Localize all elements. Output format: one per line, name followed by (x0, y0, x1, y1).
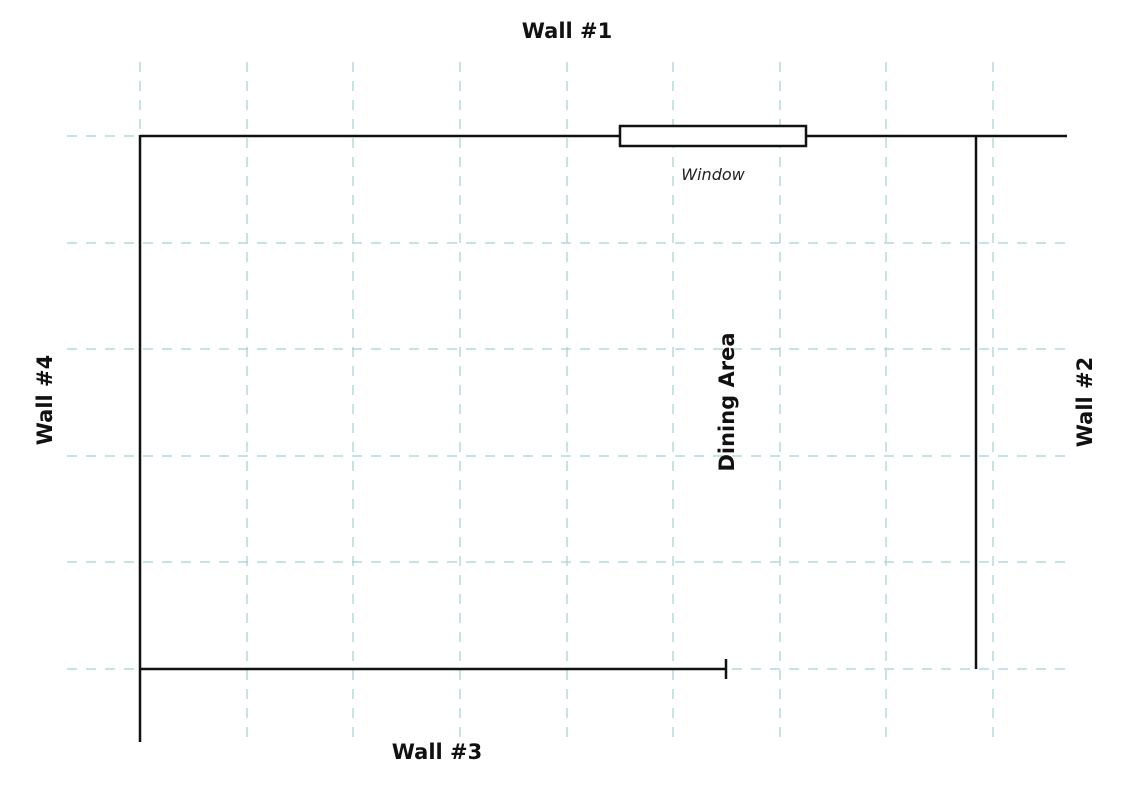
window-shape (618, 124, 808, 148)
wall-2-label: Wall #2 (1073, 357, 1097, 448)
wall-4-label: Wall #4 (33, 355, 57, 446)
dining-area-label: Dining Area (715, 332, 739, 471)
window-label: Window (681, 165, 745, 184)
grid (67, 62, 1067, 742)
wall-3-label: Wall #3 (392, 740, 483, 764)
wall-1-label: Wall #1 (522, 19, 613, 43)
